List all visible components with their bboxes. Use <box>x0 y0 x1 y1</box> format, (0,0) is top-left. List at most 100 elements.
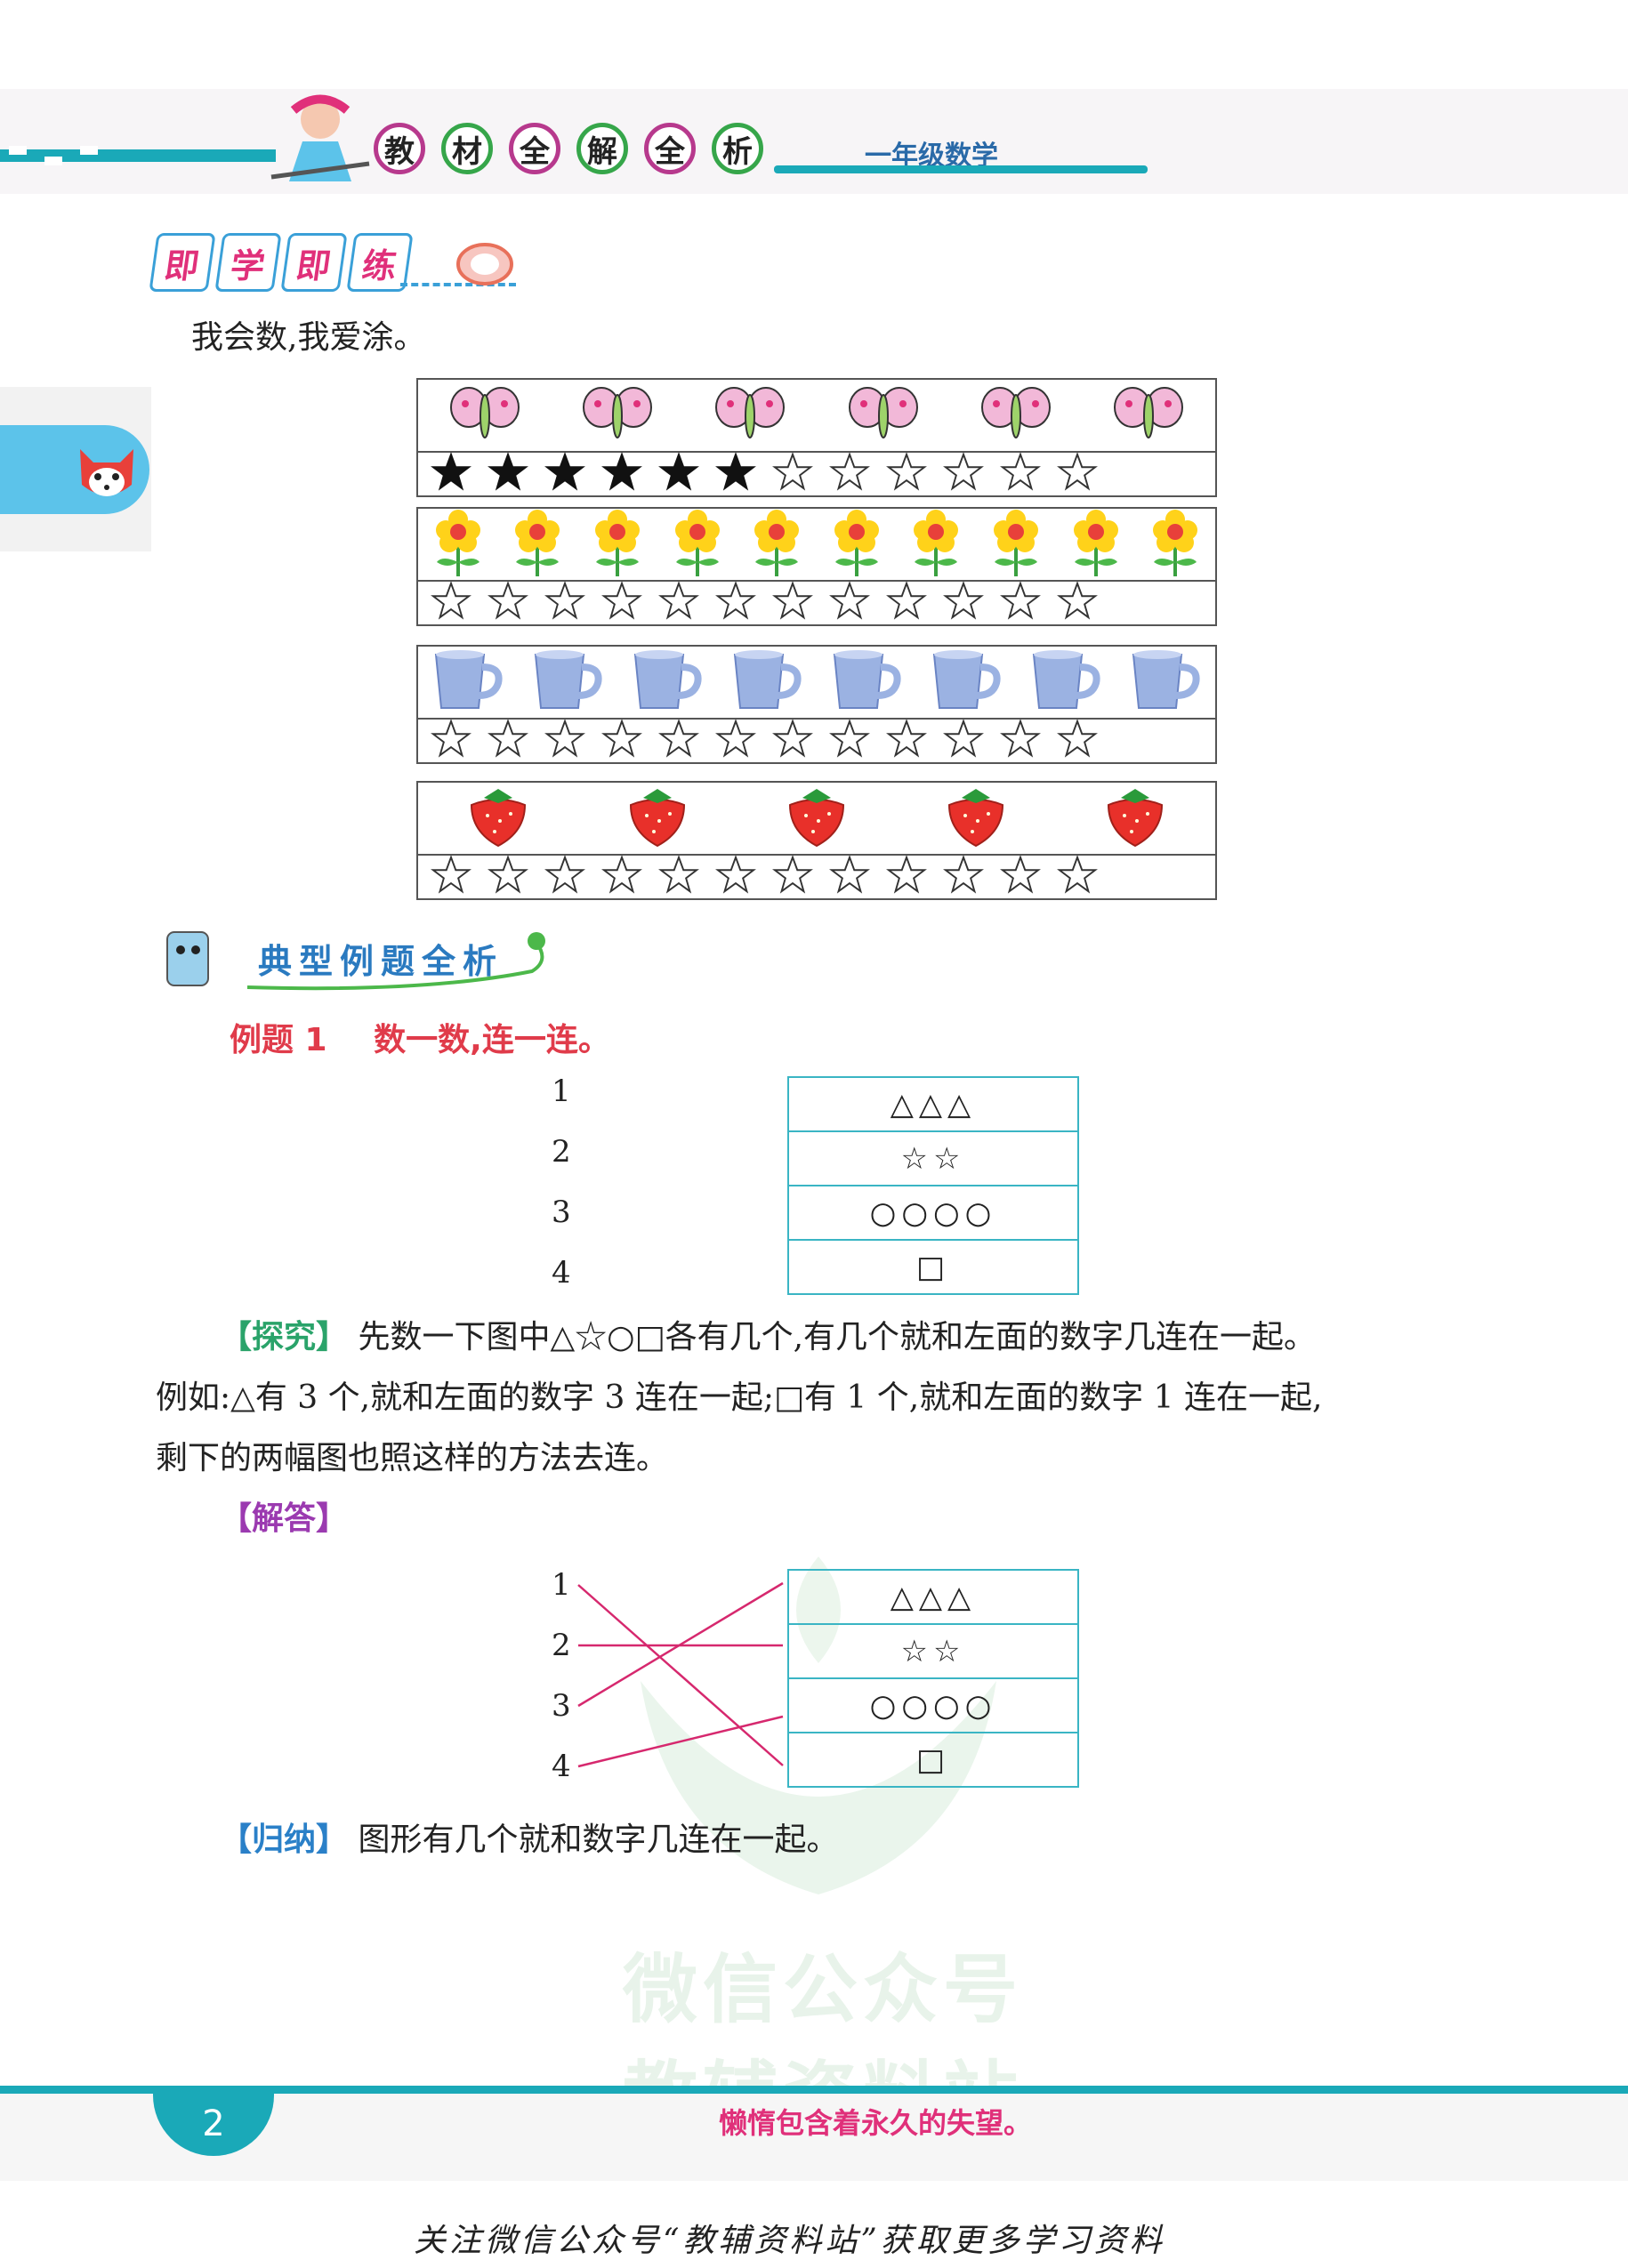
star-outline-icon[interactable] <box>658 719 699 763</box>
header-band <box>0 89 1628 194</box>
star-outline-icon[interactable] <box>431 855 471 899</box>
answer-number: 4 <box>552 1749 571 1784</box>
star-outline-icon[interactable] <box>488 855 528 899</box>
cup-icon <box>729 647 804 717</box>
flower-icon <box>828 507 885 582</box>
butterfly-icon <box>980 382 1052 448</box>
star-outline-icon[interactable] <box>829 452 870 496</box>
star-outline-icon[interactable] <box>658 581 699 625</box>
explore-line: 先数一下图中△☆○□各有几个,有几个就和左面的数字几连在一起。 <box>358 1319 1317 1355</box>
star-outline-icon[interactable] <box>431 719 471 763</box>
star-outline-icon[interactable] <box>829 719 870 763</box>
counting-row <box>416 645 1217 764</box>
butterfly-icon <box>848 382 919 448</box>
counting-row <box>416 781 1217 900</box>
butterfly-icon <box>582 382 653 448</box>
header-badge: 解 <box>576 123 628 174</box>
strawberry-icon <box>942 785 1010 851</box>
answer-number: 3 <box>552 1688 571 1724</box>
star-outline-icon[interactable] <box>943 581 984 625</box>
star-outline-icon[interactable] <box>1000 452 1041 496</box>
flower-icon <box>509 507 566 582</box>
star-outline-icon[interactable] <box>431 581 471 625</box>
watermark-text: 微信公众号 <box>623 1946 1024 2033</box>
match-number: 4 <box>552 1255 571 1291</box>
example-label: 例题 1 <box>230 1022 327 1058</box>
explore-tag: 【探究】 <box>220 1319 349 1355</box>
star-outline-icon[interactable] <box>772 719 813 763</box>
star-filled-icon[interactable] <box>601 452 642 496</box>
star-outline-icon[interactable] <box>772 855 813 899</box>
answer-number: 1 <box>552 1567 571 1603</box>
answer-number: 2 <box>552 1628 571 1663</box>
watermark-logo <box>641 1556 996 1894</box>
answer-connection-lines <box>577 1581 784 1768</box>
star-strip <box>418 580 1215 624</box>
star-outline-icon[interactable] <box>1000 581 1041 625</box>
title-dash-line <box>400 283 516 286</box>
footer-motto: 懒惰包含着永久的失望。 <box>719 2106 1033 2140</box>
flower-icon <box>1068 507 1124 582</box>
shell-decoration-icon <box>456 243 513 286</box>
picture-strip <box>418 509 1215 580</box>
star-outline-icon[interactable] <box>943 719 984 763</box>
cup-icon <box>530 647 605 717</box>
star-filled-icon[interactable] <box>715 452 756 496</box>
strawberry-icon <box>1101 785 1169 851</box>
star-outline-icon[interactable] <box>1057 452 1098 496</box>
section-title-examples: 典型例题全析 <box>258 942 504 981</box>
star-outline-icon[interactable] <box>658 855 699 899</box>
section-title-practice: 即 学 即 练 <box>149 233 414 292</box>
star-outline-icon[interactable] <box>601 855 642 899</box>
star-outline-icon[interactable] <box>1000 855 1041 899</box>
star-filled-icon[interactable] <box>488 452 528 496</box>
picture-strip <box>418 647 1215 718</box>
star-outline-icon[interactable] <box>1057 855 1098 899</box>
star-outline-icon[interactable] <box>943 452 984 496</box>
header-decoration <box>0 146 276 165</box>
strawberry-icon <box>783 785 850 851</box>
butterfly-icon <box>714 382 786 448</box>
header-badge: 全 <box>509 123 560 174</box>
cup-icon <box>1028 647 1103 717</box>
star-outline-icon[interactable] <box>601 719 642 763</box>
star-outline-icon[interactable] <box>886 581 927 625</box>
star-filled-icon[interactable] <box>544 452 585 496</box>
star-outline-icon[interactable] <box>943 855 984 899</box>
shape-cell: □ <box>915 1741 951 1778</box>
flower-icon <box>589 507 646 582</box>
star-outline-icon[interactable] <box>715 855 756 899</box>
example-prompt: 数一数,连一连。 <box>374 1022 610 1058</box>
star-outline-icon[interactable] <box>488 581 528 625</box>
star-filled-icon[interactable] <box>658 452 699 496</box>
star-outline-icon[interactable] <box>1000 719 1041 763</box>
star-outline-icon[interactable] <box>488 719 528 763</box>
star-outline-icon[interactable] <box>1057 581 1098 625</box>
section-title-char: 即 <box>280 233 348 292</box>
star-outline-icon[interactable] <box>715 581 756 625</box>
star-outline-icon[interactable] <box>829 855 870 899</box>
star-outline-icon[interactable] <box>715 719 756 763</box>
butterfly-icon <box>1113 382 1184 448</box>
summary-tag: 【归纳】 <box>220 1822 349 1858</box>
star-filled-icon[interactable] <box>431 452 471 496</box>
shape-table: △△△ ☆☆ ○○○○ □ <box>787 1076 1079 1295</box>
section-title-char: 学 <box>214 233 282 292</box>
star-outline-icon[interactable] <box>544 719 585 763</box>
star-outline-icon[interactable] <box>886 452 927 496</box>
star-outline-icon[interactable] <box>772 581 813 625</box>
cup-icon <box>929 647 1003 717</box>
star-outline-icon[interactable] <box>544 855 585 899</box>
star-outline-icon[interactable] <box>601 581 642 625</box>
answer-shape-table: △△△ ☆☆ ○○○○ □ <box>787 1569 1079 1788</box>
star-outline-icon[interactable] <box>544 581 585 625</box>
summary-paragraph: 【归纳】 图形有几个就和数字几连在一起。 <box>156 1810 1481 1870</box>
star-outline-icon[interactable] <box>772 452 813 496</box>
star-outline-icon[interactable] <box>1057 719 1098 763</box>
star-outline-icon[interactable] <box>886 719 927 763</box>
star-outline-icon[interactable] <box>829 581 870 625</box>
picture-strip <box>418 380 1215 451</box>
star-outline-icon[interactable] <box>886 855 927 899</box>
match-number: 3 <box>552 1194 571 1230</box>
flower-icon <box>748 507 805 582</box>
